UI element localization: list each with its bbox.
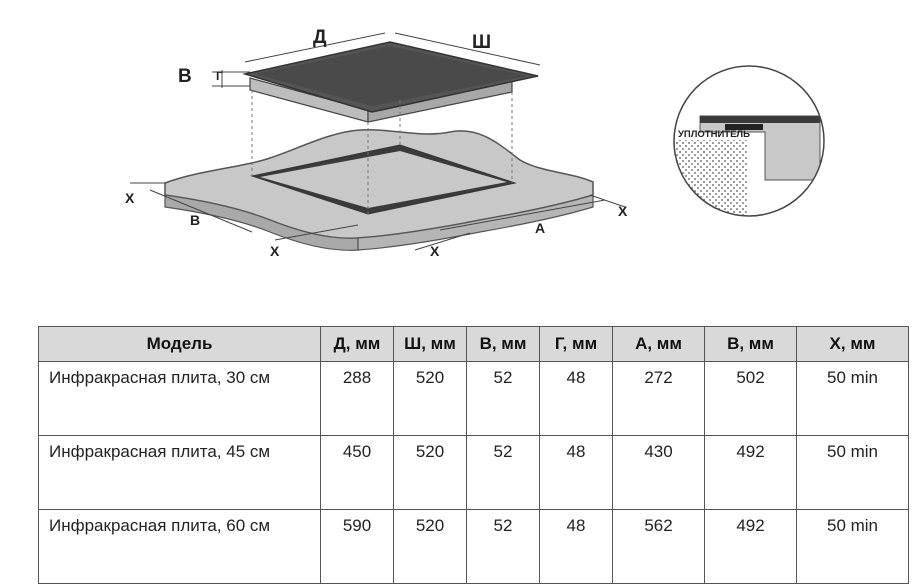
label-cutout-depth: В [190, 212, 200, 228]
cell-height: 52 [466, 435, 540, 510]
cell-cutout-depth: 492 [704, 435, 797, 510]
table-header-row: Модель Д, мм Ш, мм В, мм Г, мм А, мм В, … [38, 326, 909, 362]
cell-height: 52 [466, 509, 540, 584]
cell-cutout-width: 562 [612, 509, 705, 584]
cell-cutout-depth: 492 [704, 509, 797, 584]
header-model: Модель [38, 326, 321, 362]
label-x-bottom: Х [430, 243, 440, 259]
label-x-bottom-left: Х [270, 243, 280, 259]
cell-width: 520 [393, 435, 467, 510]
cell-clearance: 50 min [796, 361, 909, 436]
label-x-right: Х [618, 203, 628, 219]
header-clearance: Х, мм [796, 326, 909, 362]
seal-detail: УПЛОТНИТЕЛЬ [673, 65, 825, 217]
countertop [164, 128, 594, 251]
label-glass: Г [216, 69, 223, 83]
table-row: Инфракрасная плита, 45 см 450 520 52 48 … [38, 435, 909, 510]
cell-model: Инфракрасная плита, 45 см [38, 435, 321, 510]
cell-glass: 48 [539, 361, 613, 436]
header-cutout-width: А, мм [612, 326, 705, 362]
cell-width: 520 [393, 509, 467, 584]
hob-panel [242, 41, 539, 123]
cell-model: Инфракрасная плита, 60 см [38, 509, 321, 584]
cell-cutout-width: 272 [612, 361, 705, 436]
cell-cutout-width: 430 [612, 435, 705, 510]
installation-diagram: Д Ш В Г Х В Х Х А Х УПЛОТНИТЕЛЬ [125, 27, 825, 259]
label-depth: Д [313, 27, 327, 48]
cell-depth: 590 [320, 509, 394, 584]
cell-glass: 48 [539, 509, 613, 584]
spec-table: Модель Д, мм Ш, мм В, мм Г, мм А, мм В, … [38, 326, 909, 584]
dimension-lines [130, 32, 626, 251]
label-cutout-width: А [535, 220, 545, 236]
seal-strip [725, 124, 763, 130]
cell-glass: 48 [539, 435, 613, 510]
cell-height: 52 [466, 361, 540, 436]
header-depth: Д, мм [320, 326, 394, 362]
cell-depth: 450 [320, 435, 394, 510]
cell-depth: 288 [320, 361, 394, 436]
label-width: Ш [472, 32, 491, 53]
cell-width: 520 [393, 361, 467, 436]
seal-label: УПЛОТНИТЕЛЬ [678, 129, 750, 140]
label-height: В [178, 66, 192, 87]
cell-clearance: 50 min [796, 435, 909, 510]
header-cutout-depth: В, мм [704, 326, 797, 362]
label-x-left: Х [125, 190, 135, 206]
table-row: Инфракрасная плита, 30 см 288 520 52 48 … [38, 361, 909, 436]
table-row: Инфракрасная плита, 60 см 590 520 52 48 … [38, 509, 909, 584]
cell-clearance: 50 min [796, 509, 909, 584]
header-glass: Г, мм [539, 326, 613, 362]
header-height: В, мм [466, 326, 540, 362]
header-width: Ш, мм [393, 326, 467, 362]
cell-model: Инфракрасная плита, 30 см [38, 361, 321, 436]
projection-lines [251, 90, 513, 214]
cell-cutout-depth: 502 [704, 361, 797, 436]
